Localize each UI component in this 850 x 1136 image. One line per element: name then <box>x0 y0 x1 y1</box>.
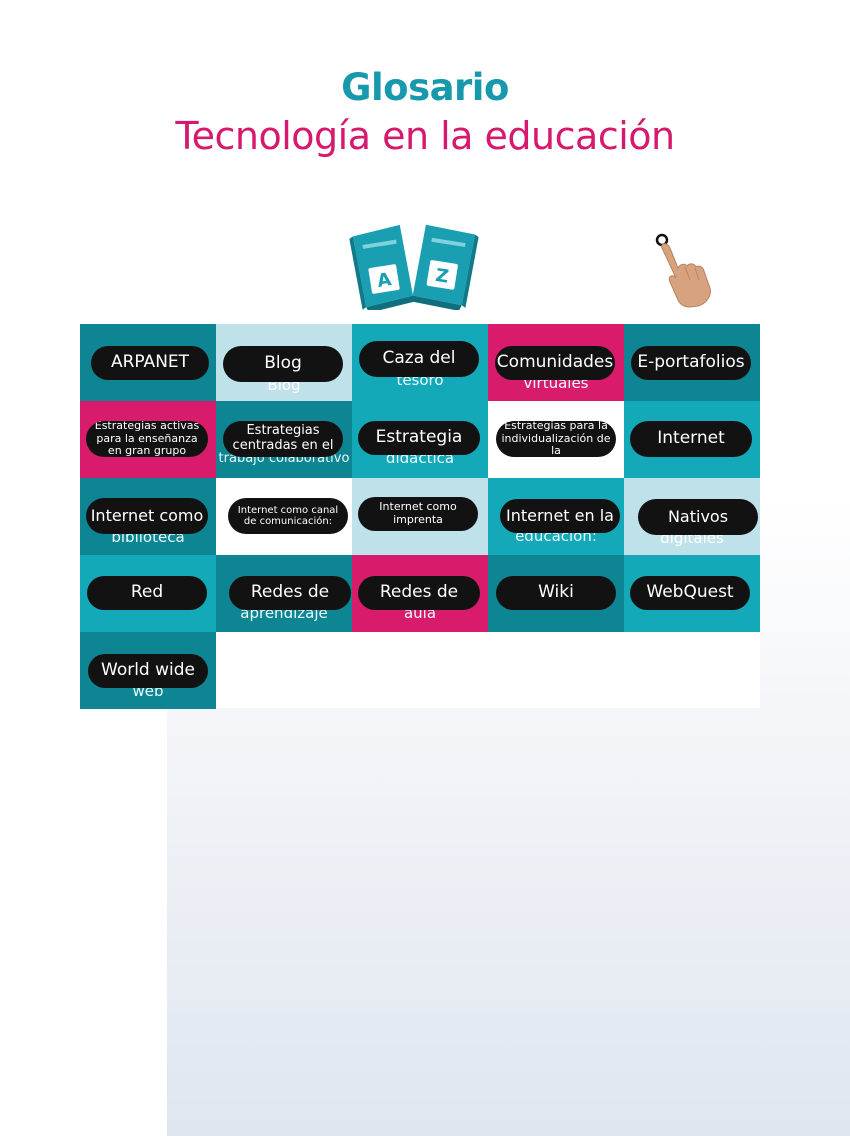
glossary-term-label: E-portafolios <box>631 346 751 380</box>
glossary-term-label: Blog <box>223 346 343 382</box>
glossary-term-label: Internet en la <box>500 499 620 533</box>
glossary-term-label: Estrategia <box>358 421 480 455</box>
glossary-term-label: World wide <box>88 654 208 688</box>
glossary-term-tile[interactable]: ARPANET <box>80 324 216 401</box>
glossary-term-label: Red <box>87 576 207 610</box>
glossary-term-label: Internet como imprenta <box>358 497 478 531</box>
glossary-term-tile[interactable]: WebQuest <box>624 555 760 632</box>
glossary-term-label: Redes de <box>229 576 351 610</box>
glossary-term-tile[interactable]: Internet como imprenta <box>352 478 488 555</box>
glossary-term-label: Internet como <box>86 498 208 534</box>
az-books-icon: A Z <box>349 224 479 310</box>
background-fade <box>760 500 850 708</box>
book-letter-z: Z <box>434 265 450 288</box>
glossary-term-tile[interactable]: Estrategias activas para la enseñanza en… <box>80 401 216 478</box>
glossary-term-label: Estrategias para la individualización de… <box>496 421 616 457</box>
glossary-term-label: Nativos <box>638 499 758 535</box>
page-subtitle: Tecnología en la educación <box>175 114 675 158</box>
glossary-term-tile[interactable]: Estrategias para la individualización de… <box>488 401 624 478</box>
glossary-term-tile[interactable]: Internet como canal de comunicación: <box>216 478 352 555</box>
glossary-term-label: WebQuest <box>630 576 750 610</box>
glossary-term-label: Estrategias centradas en el <box>223 421 343 457</box>
page-title: Glosario <box>341 66 509 109</box>
glossary-term-tile[interactable]: Red <box>80 555 216 632</box>
background-panel <box>167 708 850 1136</box>
glossary-term-label: ARPANET <box>91 346 209 380</box>
glossary-term-label: Wiki <box>496 576 616 610</box>
glossary-term-label: Internet <box>630 421 752 457</box>
glossary-term-label: Redes de <box>358 576 480 610</box>
glossary-term-tile[interactable]: Internet <box>624 401 760 478</box>
glossary-term-label: Internet como canal de comunicación: <box>228 498 348 534</box>
book-letter-a: A <box>376 269 393 292</box>
glossary-term-tile[interactable]: Wiki <box>488 555 624 632</box>
glossary-term-tile[interactable]: E-portafolios <box>624 324 760 401</box>
glossary-term-label: Caza del <box>359 341 479 377</box>
glossary-term-label: Estrategias activas para la enseñanza en… <box>86 421 208 457</box>
pointing-hand-icon <box>655 233 711 308</box>
glossary-term-tile[interactable]: educación:Internet en la <box>488 478 624 555</box>
glossary-term-label: Comunidades <box>495 346 615 380</box>
